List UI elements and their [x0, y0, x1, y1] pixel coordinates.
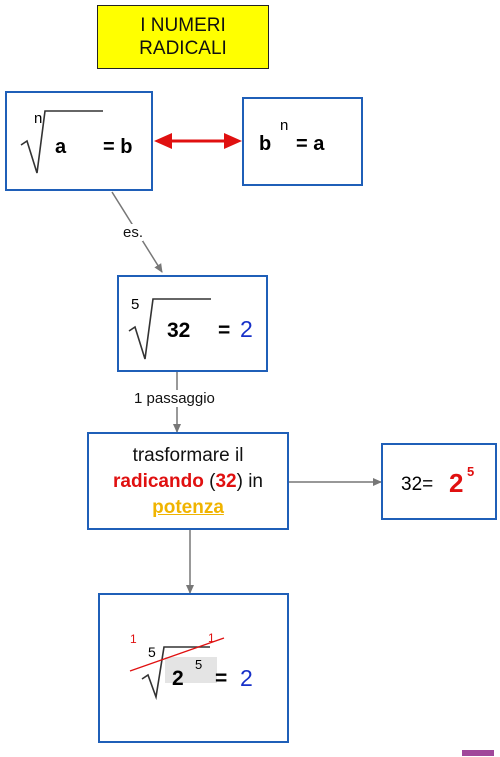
radical-sign — [128, 298, 211, 360]
step-paren-close: ) — [236, 471, 243, 492]
final-result: 2 — [240, 665, 253, 691]
step-radicando: radicando — [113, 471, 204, 492]
step-word-1: trasformare il — [132, 445, 244, 466]
result-box: 32= 2 5 — [381, 443, 497, 520]
example-equals: = — [218, 319, 230, 342]
label-es: es. — [123, 224, 144, 241]
final-exponent: 5 — [195, 657, 202, 672]
result-exponent: 5 — [467, 464, 474, 479]
root-index: n — [34, 110, 42, 127]
cancel-line — [129, 637, 225, 672]
radicand: a — [55, 136, 67, 158]
cancel-left: 1 — [130, 632, 137, 646]
slide-marker — [462, 750, 494, 756]
highlight — [165, 657, 217, 683]
title-line-1: I NUMERI — [140, 15, 226, 36]
step-number: 32 — [215, 471, 237, 492]
power-base: b — [259, 133, 271, 155]
equivalence-arrow — [154, 133, 242, 149]
example-index: 5 — [131, 296, 139, 313]
label-step: 1 passaggio — [134, 390, 215, 407]
step-paren-open: ( — [209, 471, 216, 492]
root-example: 5 32 = 2 — [128, 296, 253, 360]
power-expression: b n = a — [259, 117, 325, 155]
power-result-expression: 32= 2 5 — [401, 464, 474, 498]
final-index: 5 — [148, 644, 156, 660]
final-box: 5 2 5 1 1 = 2 — [98, 593, 289, 743]
definition-result: = b — [103, 136, 132, 158]
title-box: I NUMERI RADICALI — [97, 5, 269, 69]
example-radicand: 32 — [167, 319, 190, 342]
radical-sign — [141, 646, 210, 701]
title-line-2: RADICALI — [139, 38, 227, 59]
root-simplification: 5 2 5 1 1 = 2 — [129, 631, 253, 701]
step-in: in — [248, 471, 263, 492]
power-result: = a — [296, 133, 325, 155]
example-box: 5 32 = 2 — [117, 275, 268, 372]
definition-box: n a = b — [5, 91, 153, 191]
final-base: 2 — [172, 667, 184, 690]
root-definition: n a = b — [20, 110, 132, 174]
example-result: 2 — [240, 316, 253, 342]
step-potenza: potenza — [152, 497, 224, 518]
cancel-right: 1 — [208, 631, 215, 645]
result-lhs: 32= — [401, 474, 433, 495]
power-exponent: n — [280, 117, 288, 134]
step-box: trasformare il radicando (32) in potenza — [87, 432, 289, 530]
result-base: 2 — [449, 468, 463, 498]
step-text: trasformare il radicando (32) in potenza — [89, 443, 287, 521]
final-equals: = — [215, 667, 227, 690]
power-box: b n = a — [242, 97, 363, 186]
radical-sign — [20, 110, 103, 174]
